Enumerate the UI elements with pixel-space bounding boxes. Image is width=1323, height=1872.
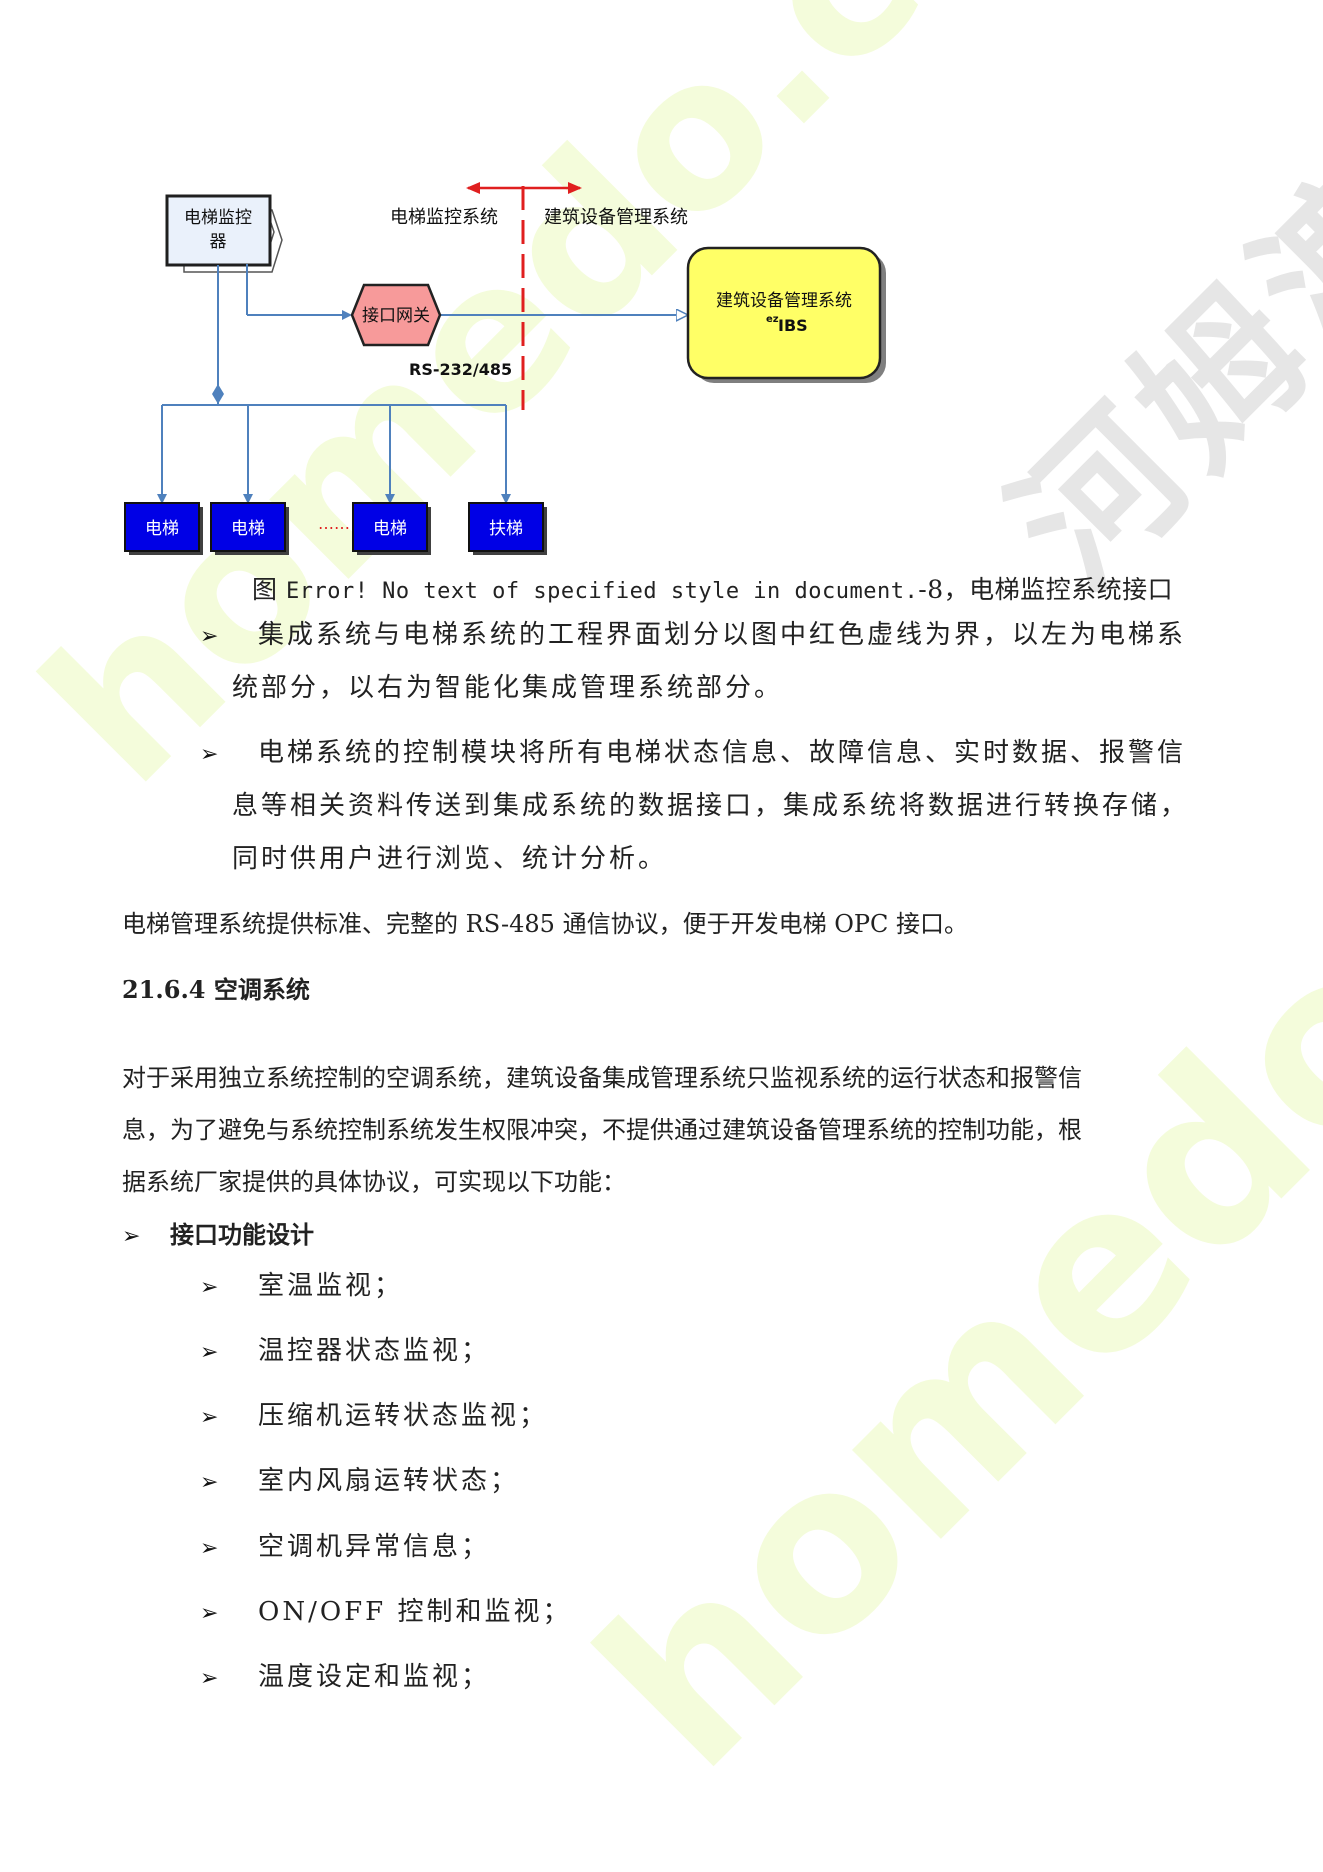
list-item-continued: 息等相关资料传送到集成系统的数据接口，集成系统将数据进行转换存储， (232, 791, 1190, 821)
section-heading: 21.6.4 空调系统 (122, 970, 310, 1005)
controller-label: 电梯监控 (184, 208, 252, 228)
bullet-arrow-icon: ➢ (200, 742, 219, 767)
escalator-label: 扶梯 (489, 519, 523, 539)
ellipsis: …… (318, 514, 350, 533)
list-item: ➢室温监视； (200, 1271, 404, 1301)
list-item: ➢室内风扇运转状态； (200, 1466, 520, 1496)
figure-caption: 图 Error! No text of specified style in d… (252, 570, 1173, 606)
elevator-label: 电梯 (231, 519, 265, 539)
elevator-label: 电梯 (145, 519, 179, 539)
bullet-arrow-icon: ➢ (200, 1405, 219, 1430)
bullet-arrow-icon: ➢ (200, 1536, 219, 1561)
list-item: ➢电梯系统的控制模块将所有电梯状态信息、故障信息、实时数据、报警信 (200, 738, 1187, 768)
list-item-continued: 统部分，以右为智能化集成管理系统部分。 (232, 673, 784, 703)
list-item: ➢ON/OFF 控制和监视； (200, 1597, 572, 1627)
section-title: 空调系统 (213, 975, 310, 1004)
bullet-arrow-icon: ➢ (200, 1470, 219, 1495)
bms-box: 建筑设备管理系统 ez IBS (686, 246, 886, 383)
elevator-boxes: 电梯 电梯 …… 电梯 扶梯 (124, 502, 547, 555)
elevator-interface-diagram: 电梯监控系统 建筑设备管理系统 电梯监控 器 接口网关 RS-232/485 建… (124, 182, 886, 555)
list-item: ➢温度设定和监视； (200, 1662, 491, 1692)
gateway-label: 接口网关 (362, 306, 430, 326)
interface-heading: ➢接口功能设计 (122, 1220, 314, 1249)
bms-label-ibs: IBS (778, 316, 808, 335)
paragraph-opc: 电梯管理系统提供标准、完整的 RS-485 通信协议，便于开发电梯 OPC 接口… (122, 910, 969, 938)
caption-error: Error! No text of specified style in doc… (285, 579, 919, 604)
list-item: ➢集成系统与电梯系统的工程界面划分以图中红色虚线为界，以左为电梯系 (200, 620, 1187, 650)
interface-gateway: 接口网关 (350, 283, 442, 347)
bullet-arrow-icon: ➢ (200, 1666, 219, 1691)
elevator-controller-box: 电梯监控 器 (165, 194, 283, 273)
bullet-arrow-icon: ➢ (200, 1340, 219, 1365)
caption-prefix: 图 (252, 575, 278, 604)
bullet-arrow-icon: ➢ (122, 1224, 141, 1249)
paragraph-hvac-line: 对于采用独立系统控制的空调系统，建筑设备集成管理系统只监视系统的运行状态和报警信 (122, 1064, 1082, 1092)
list-item: ➢压缩机运转状态监视； (200, 1401, 549, 1431)
bullet-arrow-icon: ➢ (200, 1601, 219, 1626)
list-item: ➢空调机异常信息； (200, 1532, 491, 1562)
right-region-label: 建筑设备管理系统 (544, 207, 688, 228)
section-number: 21.6.4 (122, 975, 206, 1004)
paragraph-hvac-line: 据系统厂家提供的具体协议，可实现以下功能： (122, 1168, 626, 1196)
caption-suffix: -8，电梯监控系统接口 (918, 575, 1174, 604)
list-item-continued: 同时供用户进行浏览、统计分析。 (232, 844, 668, 874)
bullet-arrow-icon: ➢ (200, 1275, 219, 1300)
connectors (157, 264, 688, 504)
protocol-label: RS-232/485 (409, 360, 512, 379)
bullet-arrow-icon: ➢ (200, 624, 219, 649)
bms-label-sup: ez (766, 314, 779, 325)
list-item: ➢温控器状态监视； (200, 1336, 491, 1366)
controller-label: 器 (210, 232, 227, 252)
elevator-label: 电梯 (373, 519, 407, 539)
bms-label: 建筑设备管理系统 (716, 291, 852, 311)
left-region-label: 电梯监控系统 (390, 207, 498, 228)
paragraph-hvac-line: 息，为了避免与系统控制系统发生权限冲突，不提供通过建筑设备管理系统的控制功能，根 (122, 1116, 1082, 1144)
divider-line (466, 182, 582, 410)
